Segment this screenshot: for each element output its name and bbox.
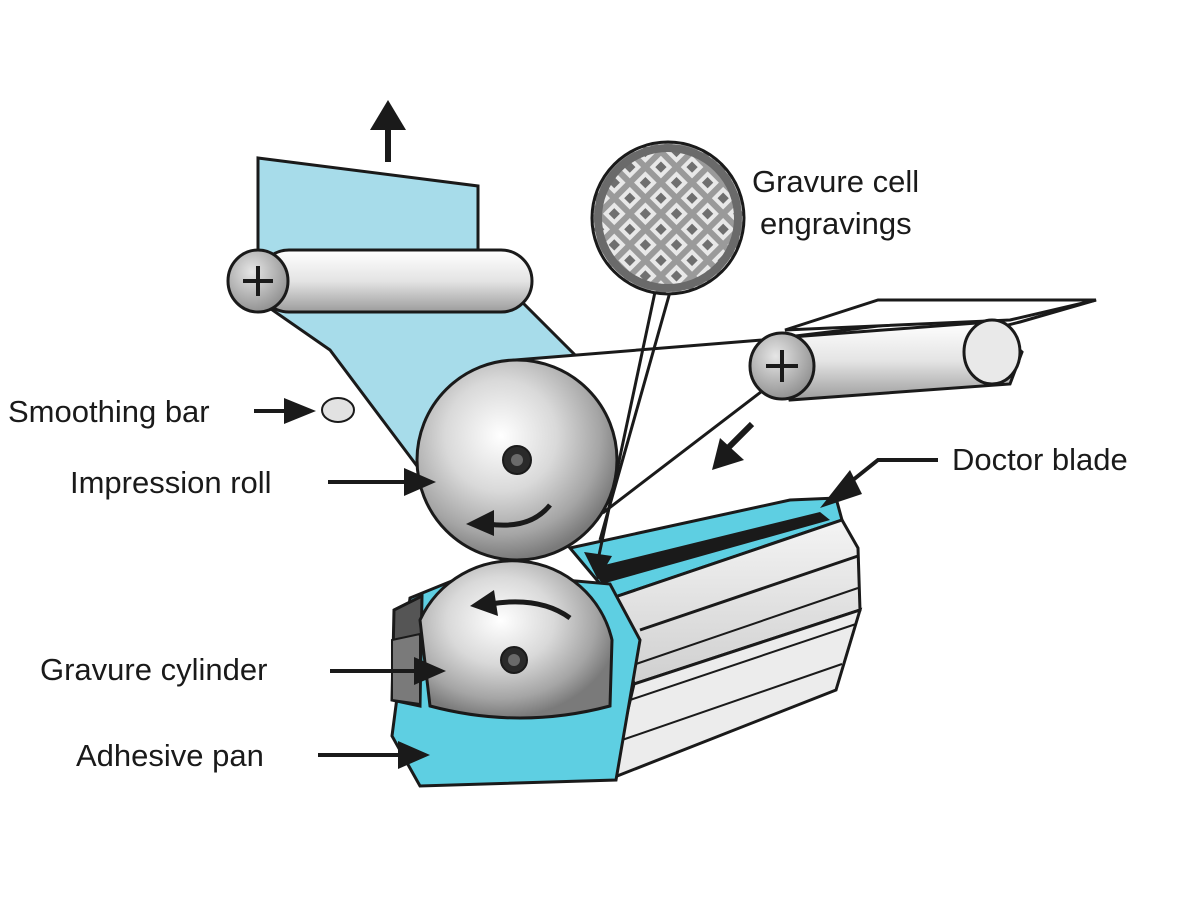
impression-roll (415, 358, 619, 562)
gravure-cell-label-line2: engravings (760, 206, 912, 241)
label-doctor-blade: Doctor blade (820, 442, 1128, 508)
label-adhesive-pan: Adhesive pan (76, 738, 430, 773)
guide-roller-right (748, 318, 1024, 402)
guide-roller-left (226, 248, 534, 314)
rotation-arrow-icon (470, 590, 572, 621)
plus-icon (243, 266, 273, 296)
gravure-cylinder (418, 559, 614, 720)
web-incoming-top (784, 298, 1097, 332)
rotation-arrow-icon (466, 503, 552, 536)
plus-icon (766, 350, 798, 382)
feed-direction-arrow (712, 421, 755, 470)
smoothing-bar-label: Smoothing bar (8, 394, 210, 429)
label-gravure-cell: Gravure cell engravings (752, 164, 919, 241)
label-impression-roll: Impression roll (70, 465, 436, 500)
web-exit-arrow (370, 100, 406, 162)
label-gravure-cylinder: Gravure cylinder (40, 652, 446, 687)
gravure-cell-magnifier (584, 140, 746, 580)
impression-roll-label: Impression roll (70, 465, 272, 500)
web-outgoing (256, 156, 480, 264)
adhesive-pan-label: Adhesive pan (76, 738, 264, 773)
gravure-cylinder-label: Gravure cylinder (40, 652, 267, 687)
gravure-cell-label-line1: Gravure cell (752, 164, 919, 199)
doctor-blade-label: Doctor blade (952, 442, 1128, 477)
smoothing-bar (321, 397, 355, 423)
label-smoothing-bar: Smoothing bar (8, 394, 316, 429)
